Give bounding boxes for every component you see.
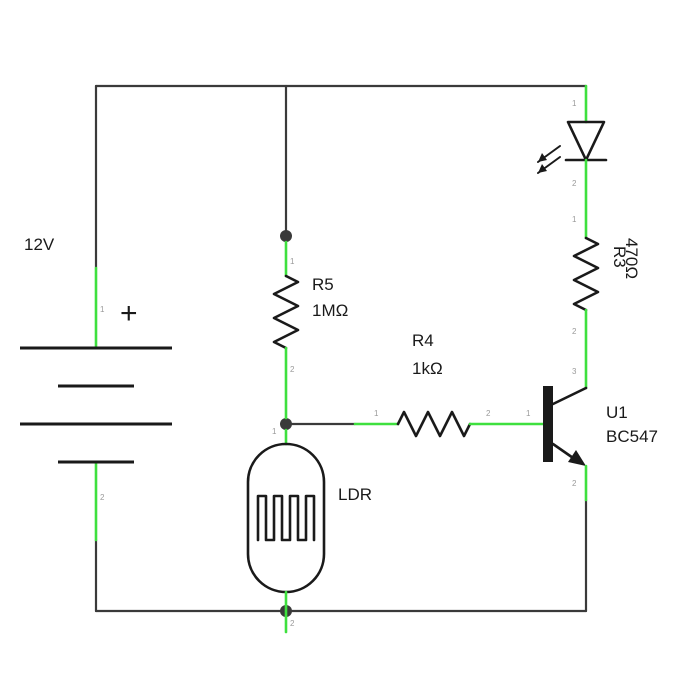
r5-pin-bottom: 2: [290, 365, 295, 374]
transistor-emitter-arrow: [568, 450, 586, 466]
r3-pin-top: 1: [572, 215, 577, 224]
transistor-part-label: BC547: [606, 427, 658, 446]
node-r5-ldr: [280, 418, 292, 430]
battery-voltage-label: 12V: [24, 235, 55, 254]
ldr-body: [246, 442, 326, 594]
r4-value-label: 1kΩ: [412, 359, 443, 378]
led-pin-top: 1: [572, 99, 577, 108]
r4-pin-right: 2: [486, 409, 491, 418]
battery: 12V + 1 2: [20, 235, 172, 542]
battery-pin-bottom: 2: [100, 493, 105, 502]
resistor-r4: R4 1kΩ 1 2: [353, 331, 548, 438]
ldr-label: LDR: [338, 485, 372, 504]
transistor-ref-label: U1: [606, 403, 628, 422]
r4-zigzag: [396, 410, 472, 438]
node-r5-top: [280, 230, 292, 242]
led: 1 2: [537, 84, 608, 240]
r3-value-label: 470Ω: [622, 238, 641, 279]
r5-ref-label: R5: [312, 275, 334, 294]
led-triangle: [566, 120, 606, 162]
battery-pin-top: 1: [100, 305, 105, 314]
r3-ref-label: R3: [610, 246, 629, 268]
resistor-r5: R5 1MΩ 1 2: [272, 240, 348, 420]
r5-pin-top: 1: [290, 257, 295, 266]
resistor-r3: R3 470Ω 1 2: [572, 215, 641, 390]
transistor-pin-collector: 3: [572, 367, 577, 376]
r5-value-label: 1MΩ: [312, 301, 348, 320]
transistor-u1: U1 BC547 1 3 2: [526, 367, 658, 502]
transistor-collector-line: [551, 386, 588, 406]
ldr-track: [256, 494, 316, 542]
ldr-pin-bottom: 2: [290, 619, 295, 628]
transistor-base-bar: [543, 386, 553, 462]
r5-zigzag: [272, 274, 300, 350]
r4-ref-label: R4: [412, 331, 434, 350]
battery-plus-sign: +: [120, 297, 138, 330]
ldr: LDR 1 2: [246, 427, 372, 634]
r3-pin-bottom: 2: [572, 327, 577, 336]
r4-pin-left: 1: [374, 409, 379, 418]
junction-nodes: [280, 230, 292, 617]
wires: [94, 84, 588, 613]
led-pin-bottom: 2: [572, 179, 577, 188]
ldr-pin-top: 1: [272, 427, 277, 436]
transistor-pin-emitter: 2: [572, 479, 577, 488]
r3-zigzag: [572, 236, 600, 312]
transistor-pin-base: 1: [526, 409, 531, 418]
led-light-arrows-icon: [537, 145, 561, 174]
